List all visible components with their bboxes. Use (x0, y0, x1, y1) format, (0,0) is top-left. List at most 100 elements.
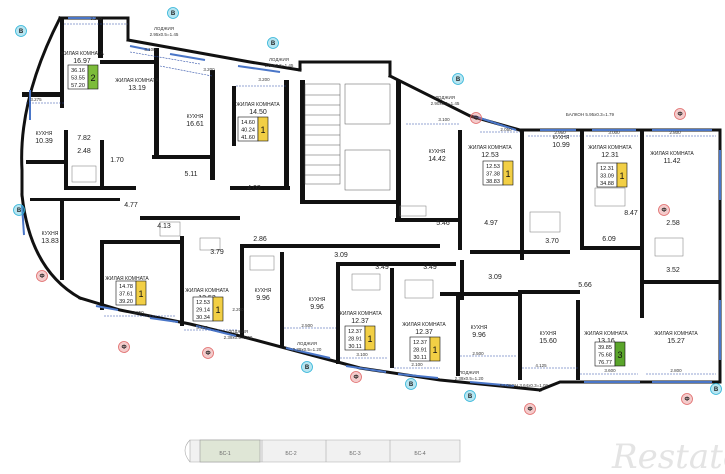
apartment-area-value: 76.77 (598, 360, 612, 366)
apartment-area-value: 34.88 (600, 181, 614, 187)
aux-area: 3.09 (488, 274, 502, 281)
dimension-labels: 3.2003.1003.2003.2003.2753.1002.0502.950… (30, 16, 682, 373)
balcony-text: 2.39x0.5=1.20 (293, 347, 322, 352)
marker-letter: Ф (684, 397, 689, 403)
apartment-area-value: 30.11 (413, 355, 426, 361)
apartment-area-value: 12.31 (600, 166, 614, 172)
room-area: 12.37 (351, 318, 369, 325)
view-marker-icon: B (15, 25, 27, 37)
section-label[interactable]: БС-3 (349, 451, 361, 457)
balcony-text: 2.39x0.5=1.20 (455, 376, 484, 381)
aux-area: 1.70 (110, 157, 124, 164)
room-name: ЖИЛАЯ КОМНАТА (236, 102, 280, 108)
view-marker-icon: B (13, 204, 25, 216)
apartment-area-value: 12.53 (486, 164, 500, 170)
section-label[interactable]: БС-2 (285, 451, 297, 457)
dimension: 3.275 (30, 97, 42, 102)
balcony-label: БАЛКОН 3.64x0.3=1.09 (500, 383, 549, 388)
room-name: ЖИЛАЯ КОМНАТА (105, 276, 149, 282)
section-label[interactable]: БС-4 (414, 451, 426, 457)
apartment-area-value: 37.38 (486, 172, 500, 178)
room-name: КУХНЯ (309, 297, 326, 303)
dimension: 3.435 (196, 325, 208, 330)
apartment-area-value: 14.60 (241, 120, 255, 126)
dimension: 3.200 (90, 16, 102, 21)
marker-letter: B (171, 11, 176, 17)
marker-letter: B (271, 41, 276, 47)
badge-room-count-box (616, 162, 628, 188)
apartment-area-value: 33.09 (600, 174, 614, 180)
aux-area: 5.46 (436, 220, 450, 227)
view-marker-icon: B (452, 73, 464, 85)
apartment-room-count: 1 (215, 305, 220, 315)
room-name: ЖИЛАЯ КОМНАТА (468, 145, 512, 151)
aux-area: 3.70 (545, 238, 559, 245)
room-name: КУХНЯ (255, 288, 272, 294)
apartment-area-value: 12.37 (348, 329, 362, 335)
balcony-text: 2.39x0.5=1.20 (224, 335, 253, 340)
key-plan: БС-1 БС-2 БС-3 БС-4 (184, 439, 461, 463)
dimension: 3.100 (438, 117, 450, 122)
dimension: 2.950 (554, 130, 566, 135)
room-name: ЖИЛАЯ КОМНАТА (654, 331, 698, 337)
dimension: 2.050 (500, 127, 512, 132)
apartment-room-count: 1 (619, 171, 624, 181)
badge-room-count-box (364, 325, 376, 351)
apartment-area-value: 12.53 (196, 300, 210, 306)
marker-letter: Ф (473, 116, 478, 122)
facade-marker-icon: Ф (36, 270, 48, 282)
balcony-text: ЛОДЖИЯ (228, 329, 248, 334)
apartment-room-count: 3 (617, 350, 622, 360)
marker-letter: B (409, 382, 414, 388)
apartment-room-count: 2 (90, 73, 95, 83)
aux-area: 3.49 (375, 264, 389, 271)
room-area: 9.96 (256, 295, 270, 302)
apartment-area-value: 37.61 (119, 292, 133, 298)
apartment-area-value: 30.11 (348, 344, 361, 350)
apartment-area-value: 39.20 (119, 299, 133, 305)
facade-marker-icon: Ф (681, 393, 693, 405)
marker-letter: B (468, 394, 473, 400)
room-area: 16.97 (73, 58, 91, 65)
room-area: 10.99 (552, 142, 570, 149)
room-name: КУХНЯ (36, 131, 53, 137)
aux-area: 2.86 (253, 236, 267, 243)
facade-marker-icon: Ф (674, 108, 686, 120)
view-marker-icon: B (464, 390, 476, 402)
stairwell (304, 83, 391, 191)
apartment-area-value: 36.16 (71, 68, 85, 74)
view-marker-icon: B (167, 7, 179, 19)
aux-area: 3.49 (423, 264, 437, 271)
view-marker-icon: B (267, 37, 279, 49)
dimension: 2.500 (301, 323, 313, 328)
balcony-text: ЛОДЖИЯ (435, 95, 455, 100)
facade-marker-icon: Ф (118, 341, 130, 353)
aux-area: 7.82 (77, 135, 91, 142)
aux-area: 5.66 (578, 282, 592, 289)
room-name: КУХНЯ (187, 114, 204, 120)
aux-area: 6.09 (602, 236, 616, 243)
room-name: ЖИЛАЯ КОМНАТА (588, 145, 632, 151)
dimension-lines (26, 23, 716, 375)
section-label[interactable]: БС-1 (219, 451, 231, 457)
